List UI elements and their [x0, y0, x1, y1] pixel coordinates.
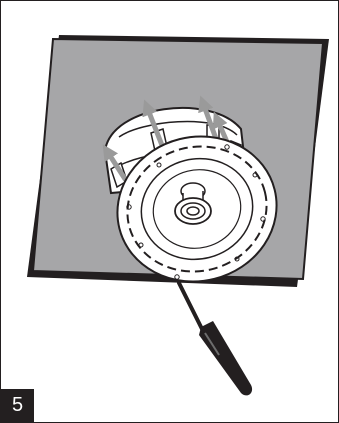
- step-number-badge: 5: [1, 389, 34, 422]
- screwdriver-icon: [179, 283, 252, 395]
